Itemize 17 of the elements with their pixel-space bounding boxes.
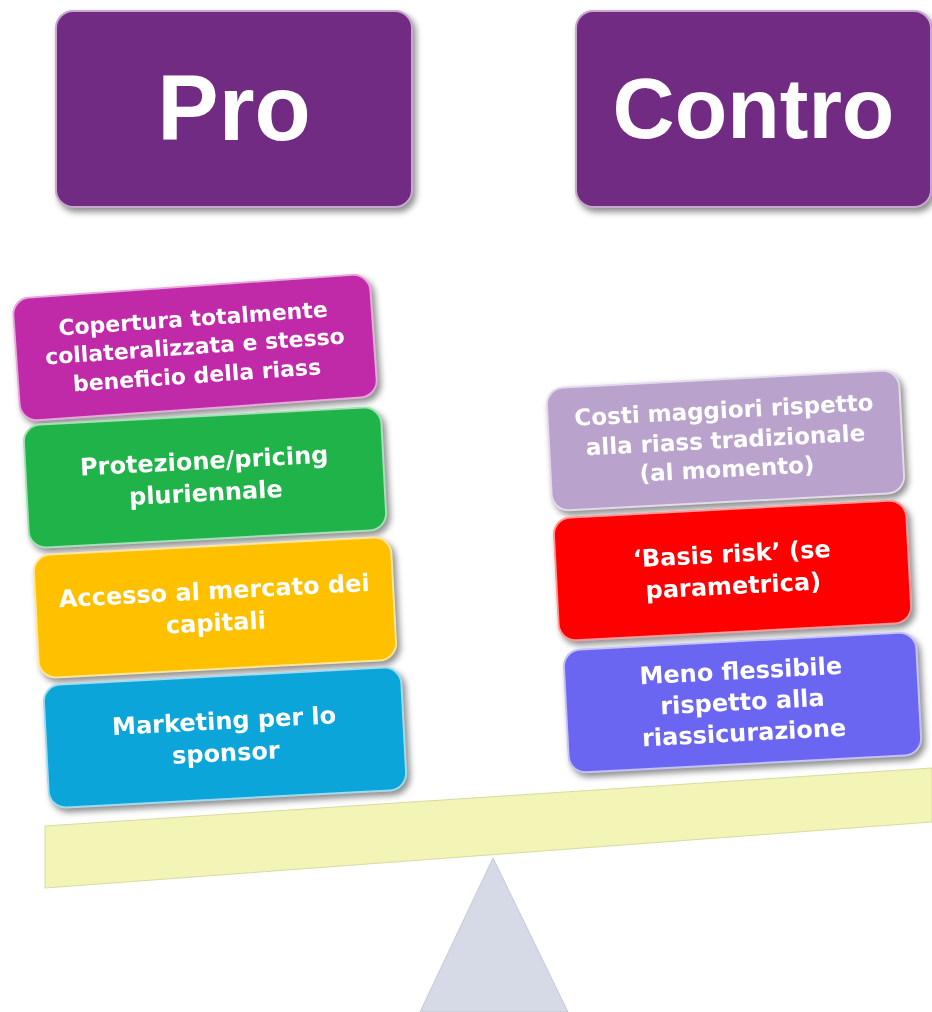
box-text: Marketing per lo sponsor <box>110 700 338 772</box>
header-box <box>575 10 932 208</box>
box-text: Copertura totalmente collateralizzata e stesso beneficio della riass <box>43 295 347 399</box>
header-box <box>55 10 413 208</box>
pro-box <box>22 405 388 550</box>
box-text: Protezione/pricing pluriennale <box>78 439 330 513</box>
box-text: Costi maggiori rispetto alla riass tradizionale (al momento) <box>572 387 876 489</box>
box-text: ‘Basis risk’ (se parametrica) <box>631 534 833 607</box>
heading-text: Pro <box>156 56 312 162</box>
heading-text: Contro <box>611 59 896 159</box>
box-text: Meno flessibile rispetto alla riassicurazione <box>637 650 848 755</box>
box-text: Accesso al mercato dei capitali <box>57 568 372 642</box>
contro-box <box>561 630 924 775</box>
contro-box <box>544 368 907 513</box>
pro-box <box>42 665 408 810</box>
contro-box <box>551 498 914 643</box>
pro-box <box>32 535 398 680</box>
